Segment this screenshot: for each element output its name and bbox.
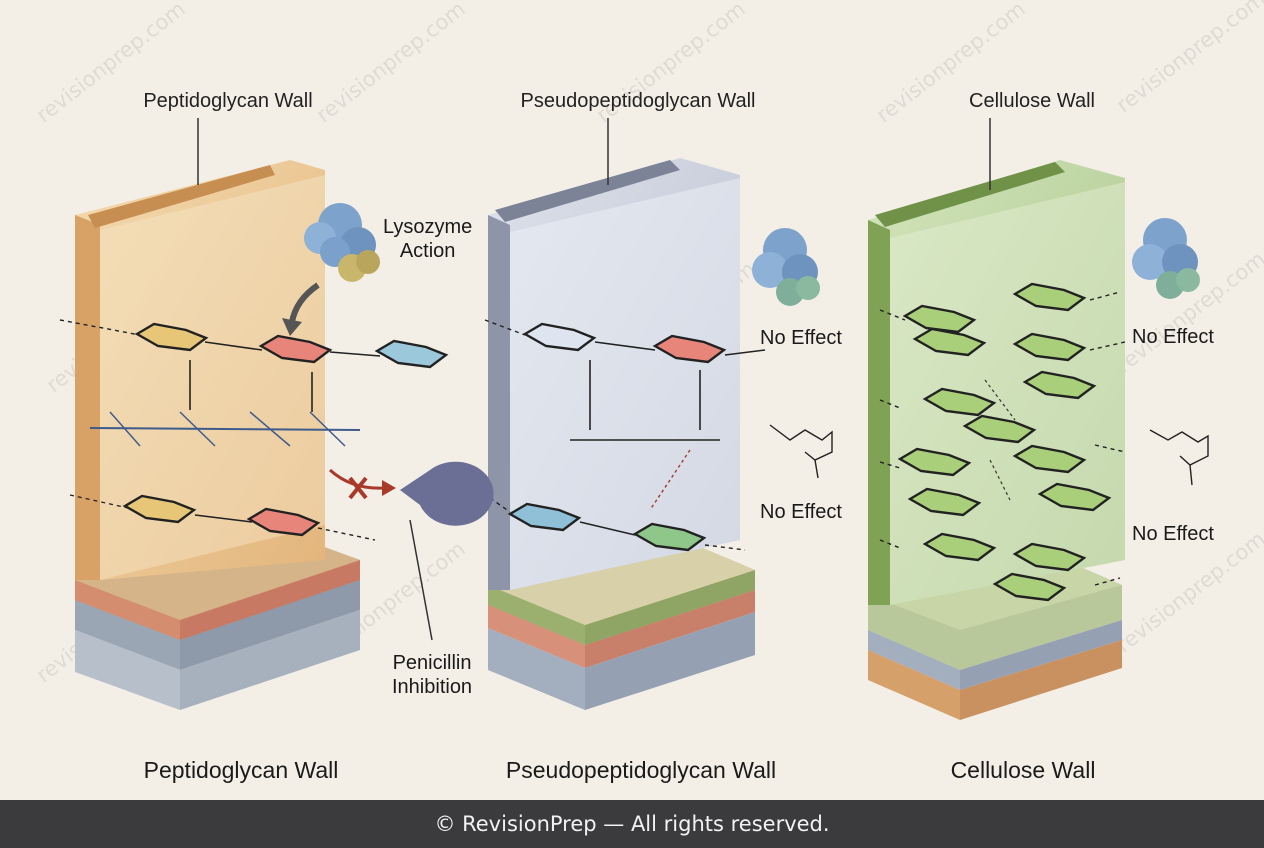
bond-line bbox=[879, 399, 901, 409]
cell-wall-illustration bbox=[59, 118, 1209, 720]
enzyme-icon-pseudo bbox=[752, 228, 820, 306]
bond-line bbox=[89, 427, 361, 431]
panel-title-peptidoglycan: Peptidoglycan Wall bbox=[143, 90, 313, 112]
sugar-ring-icon bbox=[1012, 332, 1087, 362]
peptide-chains bbox=[59, 291, 1126, 586]
panel-title-pseudopeptidoglycan: Pseudopeptidoglycan Wall bbox=[520, 90, 756, 112]
bond-line bbox=[879, 461, 901, 469]
bond-line bbox=[649, 449, 691, 511]
bond-line bbox=[59, 319, 141, 336]
lysozyme-action-label: Lysozyme Action bbox=[383, 216, 473, 262]
bond-line bbox=[594, 341, 656, 351]
bond-line bbox=[984, 379, 1016, 421]
bond-line bbox=[249, 411, 291, 447]
bond-line bbox=[704, 544, 746, 551]
bond-line bbox=[69, 494, 129, 509]
sugar-ring-icon bbox=[522, 322, 597, 352]
bond-line bbox=[1094, 444, 1126, 453]
bond-line bbox=[309, 411, 346, 447]
sugar-ring-icon bbox=[992, 572, 1067, 602]
penicillin-molecule-icon bbox=[769, 424, 1209, 486]
bond-line bbox=[179, 411, 216, 447]
bond-line bbox=[329, 351, 381, 357]
sugar-ring-icon bbox=[912, 327, 987, 357]
sugar-ring-icon bbox=[1012, 444, 1087, 474]
sugar-ring-icon bbox=[134, 322, 209, 352]
bond-line bbox=[317, 527, 376, 541]
sugar-ring-icon bbox=[258, 334, 333, 364]
sugar-ring-icon bbox=[1012, 542, 1087, 572]
lysozyme-enzyme-icon bbox=[304, 203, 380, 282]
bond-line bbox=[484, 319, 526, 336]
sugar-ring-icon bbox=[1022, 370, 1097, 400]
sugar-ring-icon bbox=[922, 387, 997, 417]
sugar-ring-icon bbox=[897, 447, 972, 477]
sugar-ring-icon bbox=[962, 414, 1037, 444]
no-effect-lysozyme-cellulose: No Effect bbox=[1132, 326, 1214, 348]
copyright-text: © RevisionPrep — All rights reserved. bbox=[434, 812, 830, 836]
sugar-ring-icon bbox=[1012, 282, 1087, 312]
bond-line bbox=[989, 459, 1011, 501]
bond-line bbox=[194, 514, 253, 523]
bond-line bbox=[1089, 291, 1121, 301]
lysozyme-arrow-icon bbox=[289, 282, 320, 323]
sugar-ring-icon bbox=[652, 334, 727, 364]
sugar-ring-icon bbox=[1037, 482, 1112, 512]
bond-line bbox=[724, 349, 766, 356]
bond-line bbox=[879, 539, 901, 549]
penicillin-inhibition-label: Penicillin Inhibition bbox=[392, 652, 473, 698]
bond-line bbox=[109, 411, 141, 447]
inhibition-x-icon bbox=[348, 476, 368, 500]
sugar-ring-icon bbox=[246, 507, 321, 537]
copyright-footer: © RevisionPrep — All rights reserved. bbox=[0, 800, 1264, 848]
sugar-ring-icon bbox=[922, 532, 997, 562]
bond-line bbox=[579, 521, 636, 536]
pseudopeptidoglycan-wall bbox=[488, 118, 755, 710]
panel-caption-cellulose: Cellulose Wall bbox=[950, 757, 1096, 783]
no-effect-lysozyme-pseudo: No Effect bbox=[760, 327, 842, 349]
sugar-ring-icon bbox=[907, 487, 982, 517]
panel-caption-pseudopeptidoglycan: Pseudopeptidoglycan Wall bbox=[505, 757, 777, 783]
sugar-ring-icon bbox=[507, 502, 582, 532]
no-effect-penicillin-cellulose: No Effect bbox=[1132, 523, 1214, 545]
sugar-ring-icon bbox=[374, 339, 449, 369]
penicillin-binding-protein-icon bbox=[400, 461, 494, 526]
sugar-rings bbox=[122, 282, 1112, 602]
bond-line bbox=[1089, 341, 1126, 351]
peptidoglycan-wall bbox=[75, 118, 360, 710]
sugar-ring-icon bbox=[902, 304, 977, 334]
panel-caption-peptidoglycan: Peptidoglycan Wall bbox=[143, 757, 339, 783]
no-effect-penicillin-pseudo: No Effect bbox=[760, 501, 842, 523]
diagram-stage: revisionprep.com revisionprep.com revisi… bbox=[32, 0, 1264, 783]
bond-line bbox=[204, 341, 263, 351]
enzyme-icon-cellulose bbox=[1132, 218, 1200, 299]
sugar-ring-icon bbox=[122, 494, 197, 524]
sugar-ring-icon bbox=[632, 522, 707, 552]
panel-title-cellulose: Cellulose Wall bbox=[969, 90, 1095, 112]
